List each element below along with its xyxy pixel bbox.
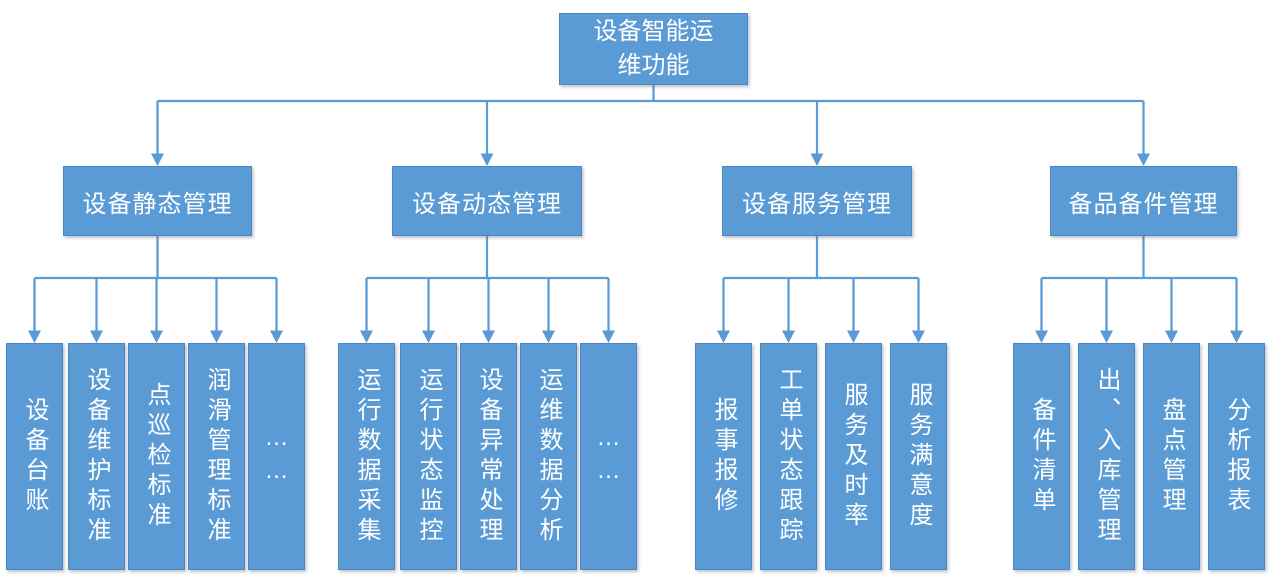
leaf-node: 设备台账	[6, 343, 63, 570]
leaf-node: 运行状态监控	[400, 343, 457, 570]
leaf-node: 分析报表	[1208, 343, 1265, 570]
leaf-node: 服务及时率	[825, 343, 882, 570]
leaf-node: 报事报修	[695, 343, 752, 570]
leaf-node: 服务满意度	[890, 343, 947, 570]
leaf-label: 运行数据采集	[353, 366, 380, 547]
root-node-label: 设备智能运维功能	[593, 18, 714, 79]
down-arrow-icon	[1100, 330, 1113, 343]
leaf-node: 备件清单	[1013, 343, 1070, 570]
down-arrow-icon	[422, 330, 435, 343]
leaf-label: 盘点管理	[1158, 396, 1185, 517]
down-arrow-icon	[782, 330, 795, 343]
down-arrow-icon	[717, 330, 730, 343]
leaf-label: 分析报表	[1223, 396, 1250, 517]
leaf-node: 设备异常处理	[460, 343, 517, 570]
leaf-label: ……	[595, 423, 622, 490]
leaf-node-ellipsis: ……	[580, 343, 637, 570]
down-arrow-icon	[151, 153, 164, 166]
leaf-label: 润滑管理标准	[203, 366, 230, 547]
leaf-label: 服务及时率	[840, 381, 867, 532]
leaf-label: 设备异常处理	[475, 366, 502, 547]
down-arrow-icon	[1165, 330, 1178, 343]
root-node: 设备智能运维功能	[559, 13, 748, 85]
leaf-drop-lines	[33, 278, 1238, 331]
leaf-node: 工单状态跟踪	[760, 343, 817, 570]
connector-line-group	[33, 85, 1238, 331]
branch-spare-parts-management: 备品备件管理	[1050, 166, 1237, 236]
leaf-node: 润滑管理标准	[188, 343, 245, 570]
down-arrow-icon	[1137, 153, 1150, 166]
leaf-node: 出、入库管理	[1078, 343, 1135, 570]
leaf-node: 运维数据分析	[520, 343, 577, 570]
branch-dynamic-management: 设备动态管理	[392, 166, 582, 236]
leaf-label: 出、入库管理	[1093, 366, 1120, 547]
down-arrow-icon	[150, 330, 163, 343]
leaf-label: 服务满意度	[905, 381, 932, 532]
arrowhead-group	[28, 153, 1243, 343]
down-arrow-icon	[90, 330, 103, 343]
down-arrow-icon	[1035, 330, 1048, 343]
leaf-node: 运行数据采集	[338, 343, 395, 570]
leaf-label: 备件清单	[1028, 396, 1055, 517]
down-arrow-icon	[480, 153, 494, 166]
leaf-label: 工单状态跟踪	[775, 366, 802, 547]
down-arrow-icon	[542, 330, 555, 343]
branch-label: 设备静态管理	[82, 190, 233, 218]
leaf-label: 设备台账	[21, 396, 48, 517]
leaf-label: 运维数据分析	[535, 366, 562, 547]
down-arrow-icon	[810, 153, 824, 166]
down-arrow-icon	[482, 330, 495, 343]
down-arrow-icon	[28, 330, 41, 343]
branch-service-management: 设备服务管理	[722, 166, 912, 236]
down-arrow-icon	[360, 330, 373, 343]
leaf-label: 运行状态监控	[415, 366, 442, 547]
leaf-node-ellipsis: ……	[248, 343, 305, 570]
branch-label: 设备服务管理	[742, 190, 892, 218]
branch-static-management: 设备静态管理	[63, 166, 252, 236]
leaf-node: 点巡检标准	[128, 343, 185, 570]
leaf-label: 点巡检标准	[143, 381, 170, 532]
branch-stub-lines	[156, 236, 1145, 278]
down-arrow-icon	[602, 330, 615, 343]
down-arrow-icon	[270, 330, 283, 343]
down-arrow-icon	[210, 330, 223, 343]
leaf-node: 设备维护标准	[68, 343, 125, 570]
leaf-label: 设备维护标准	[83, 366, 110, 547]
down-arrow-icon	[1230, 330, 1243, 343]
down-arrow-icon	[847, 330, 860, 343]
leaf-label: 报事报修	[710, 396, 737, 517]
branch-label: 设备动态管理	[412, 190, 562, 218]
leaf-node: 盘点管理	[1143, 343, 1200, 570]
leaf-label: ……	[263, 423, 290, 490]
down-arrow-icon	[912, 330, 925, 343]
root-to-branches-lines	[156, 85, 1145, 154]
branch-label: 备品备件管理	[1068, 190, 1219, 218]
